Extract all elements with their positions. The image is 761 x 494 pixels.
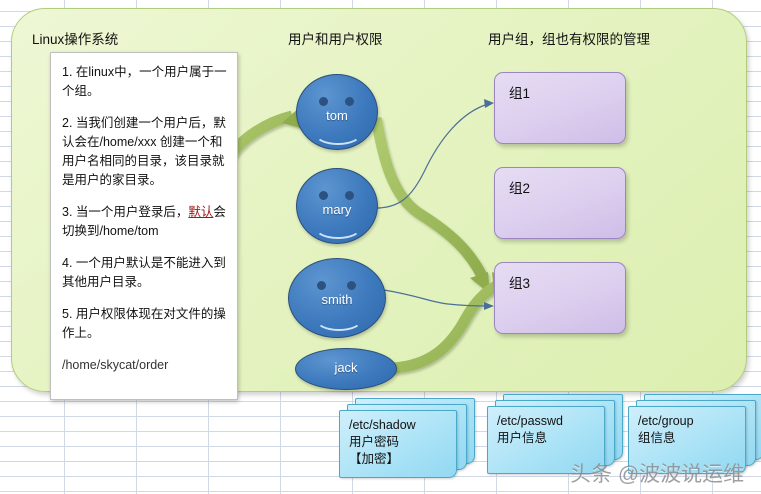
group-box-2[interactable]: 组2	[494, 167, 626, 239]
note-path: /home/skycat/order	[62, 358, 169, 372]
user-label-mary: mary	[322, 202, 352, 217]
file-sheet-front: /etc/shadow 用户密码 【加密】	[339, 410, 457, 478]
smile-icon	[315, 307, 363, 331]
label-groups-section: 用户组，组也有权限的管理	[488, 32, 650, 47]
label-users-section: 用户和用户权限	[288, 32, 383, 47]
eye-left-icon	[317, 281, 326, 290]
note-item-1: 1. 在linux中，一个用户属于一个组。	[62, 65, 227, 98]
eye-right-icon	[345, 97, 354, 106]
user-label-tom: tom	[326, 108, 348, 123]
group-label-3: 组3	[509, 276, 531, 291]
user-node-smith[interactable]: smith	[288, 258, 386, 338]
watermark: 头条 @波波说运维	[570, 463, 745, 486]
user-label-jack: jack	[334, 360, 358, 375]
file-desc-group: 组信息	[638, 431, 676, 445]
file-note-shadow: 【加密】	[349, 452, 400, 466]
eye-right-icon	[347, 281, 356, 290]
note-item-4: 4. 一个用户默认是不能进入到其他用户目录。	[62, 256, 226, 289]
file-sheet-front: /etc/group 组信息	[628, 406, 746, 474]
note-item-3-highlight: 默认	[188, 205, 214, 219]
note-item-3: 3. 当一个用户登录后，默认会切换到/home/tom	[62, 203, 228, 241]
user-node-mary[interactable]: mary	[296, 168, 378, 244]
eye-right-icon	[345, 191, 354, 200]
user-node-jack[interactable]: jack	[295, 348, 397, 390]
note-item-2: 2. 当我们创建一个用户后，默认会在/home/xxx 创建一个和用户名相同的目…	[62, 116, 226, 187]
notes-textbox: 1. 在linux中，一个用户属于一个组。 2. 当我们创建一个用户后，默认会在…	[50, 52, 238, 400]
group-label-2: 组2	[509, 181, 531, 196]
note-item-3-prefix: 3. 当一个用户登录后，	[62, 205, 189, 219]
file-desc-passwd: 用户信息	[497, 431, 548, 445]
group-box-1[interactable]: 组1	[494, 72, 626, 144]
file-path-shadow: /etc/shadow	[349, 418, 416, 432]
smile-icon	[314, 121, 362, 145]
user-node-tom[interactable]: tom	[296, 74, 378, 150]
file-path-group: /etc/group	[638, 414, 694, 428]
eye-left-icon	[319, 97, 328, 106]
group-label-1: 组1	[509, 86, 531, 101]
file-sheet-front: /etc/passwd 用户信息	[487, 406, 605, 474]
label-linux-os: Linux操作系统	[32, 32, 119, 47]
eye-left-icon	[319, 191, 328, 200]
user-label-smith: smith	[321, 292, 353, 307]
smile-icon	[314, 215, 362, 239]
group-box-3[interactable]: 组3	[494, 262, 626, 334]
note-item-3-suffix: 会切换到/home/tom	[62, 205, 226, 238]
file-path-passwd: /etc/passwd	[497, 414, 564, 428]
note-item-5: 5. 用户权限体现在对文件的操作上。	[62, 307, 226, 340]
file-desc-shadow: 用户密码	[349, 435, 400, 449]
